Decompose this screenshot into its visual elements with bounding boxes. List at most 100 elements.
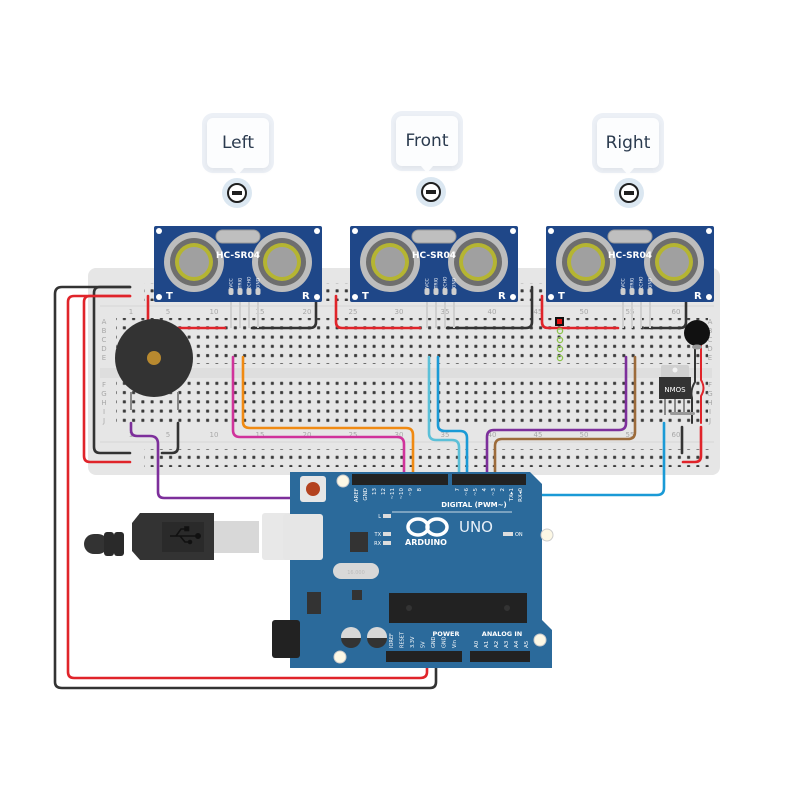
arduino-wordmark: ARDUINO (405, 538, 447, 547)
digital-pin-label: ~6 (464, 488, 470, 497)
wire-black-gnd-outer[interactable] (53, 285, 438, 690)
column-number: 45 (534, 431, 543, 439)
wire-red-sensor-right-vcc[interactable] (540, 294, 620, 330)
probe-right-icon[interactable] (614, 178, 644, 208)
wire-brown-right-echo[interactable] (493, 355, 637, 485)
wire-black-motor[interactable] (690, 342, 696, 424)
wire-red-5v-outer[interactable] (66, 294, 429, 680)
column-number: 10 (210, 308, 219, 316)
row-label: I (103, 408, 105, 416)
sensor-pin-label: ECHO (443, 276, 449, 289)
wire-black-buzzer-gnd[interactable] (160, 421, 180, 455)
digital-pin-label: GND (363, 488, 369, 501)
wire-magenta-left-trig[interactable] (231, 355, 406, 485)
analog-pin-label: A3 (504, 640, 510, 648)
digital-pin-label: AREF (354, 488, 360, 502)
row-label: E (102, 354, 106, 362)
wire-lightblue-front-trig[interactable] (427, 355, 461, 485)
row-label: H (101, 399, 106, 407)
digital-pin-label: 13 (372, 488, 378, 495)
column-number: 60 (672, 308, 681, 316)
analog-header[interactable] (470, 651, 530, 662)
usb-cable[interactable] (84, 513, 314, 560)
wire-black-rail-bridge[interactable] (92, 285, 132, 455)
row-label: H (707, 399, 712, 407)
sensor-pin-label: TRIG (630, 277, 636, 289)
nmos-transistor[interactable]: NMOS (659, 365, 695, 415)
column-number: 5 (166, 308, 170, 316)
column-number: 50 (580, 308, 589, 316)
wire-blue-front-echo[interactable] (436, 355, 469, 485)
led-indicator[interactable] (555, 317, 564, 362)
on-label: ON (515, 532, 523, 538)
row-label: J (102, 417, 105, 425)
bottom-power-rail-positive[interactable] (144, 458, 714, 467)
terminal-strip-top[interactable] (116, 318, 708, 364)
arduino-model: UNO (459, 518, 493, 536)
led-l-label: L (378, 514, 381, 520)
wire-black-sensor-front-gnd[interactable] (445, 285, 534, 330)
probe-label: Front (405, 131, 449, 151)
wire-red-rail-bridge[interactable] (82, 294, 132, 464)
digital-pin-label: TX▸1 (509, 488, 515, 502)
row-label: B (708, 327, 713, 335)
probe-front-icon[interactable] (416, 177, 446, 207)
power-pin-label: 5V (421, 641, 427, 648)
column-number: 15 (256, 308, 265, 316)
wire-purple-right-trig[interactable] (485, 355, 628, 485)
row-label: J (708, 417, 711, 425)
column-number: 40 (488, 431, 497, 439)
column-number: 25 (349, 308, 358, 316)
analog-pin-label: A2 (494, 641, 500, 648)
column-number: 25 (349, 431, 358, 439)
digital-pin-label: 12 (381, 488, 387, 495)
wire-red-motor[interactable] (700, 342, 705, 424)
column-number: 10 (210, 431, 219, 439)
bottom-power-rail-negative[interactable] (144, 449, 714, 458)
transmitter-label: T (362, 291, 369, 302)
row-label: F (708, 381, 712, 389)
sensor-model-label: HC-SR04 (412, 251, 456, 261)
nmos-label: NMOS (664, 386, 686, 394)
probe-tooltip-front: Front (396, 116, 458, 173)
power-pin-label: IOREF (389, 633, 395, 648)
sensor-pin-label: GND (648, 277, 654, 288)
power-header[interactable] (386, 651, 462, 662)
row-label: A (708, 318, 713, 326)
digital-header-high[interactable] (352, 474, 448, 485)
piezo-buzzer[interactable] (115, 319, 193, 410)
row-label: D (707, 345, 712, 353)
analog-pin-label: A0 (474, 640, 480, 648)
sensor-pin-label: VCC (425, 278, 431, 287)
column-number: 45 (534, 308, 543, 316)
digital-pin-label: ~3 (491, 488, 497, 497)
wire-red-sensor-front-vcc[interactable] (334, 294, 422, 330)
analog-pin-label: A4 (514, 640, 520, 648)
digital-pin-label: ~5 (473, 488, 479, 497)
digital-pin-label: ~11 (390, 488, 396, 500)
wire-orange-left-echo[interactable] (241, 355, 415, 485)
vibration-motor[interactable] (684, 320, 710, 350)
row-label: E (708, 354, 712, 362)
probe-left-icon[interactable] (222, 178, 252, 208)
wire-black-sensor-right-gnd[interactable] (643, 298, 688, 330)
probe-label: Left (222, 133, 254, 153)
digital-pin-label: 7 (455, 488, 461, 492)
column-number: 20 (303, 431, 312, 439)
sensor-pin-label: ECHO (247, 276, 253, 289)
digital-pin-label: ~10 (399, 488, 405, 500)
sensor-pin-label: GND (452, 277, 458, 288)
analog-label: ANALOG IN (482, 630, 522, 638)
row-label: G (707, 390, 712, 398)
digital-header-low[interactable] (452, 474, 526, 485)
wire-black-sensor-left-gnd[interactable] (250, 290, 318, 330)
arduino-logo-icon (406, 517, 449, 537)
wire-red-motor-supply[interactable] (681, 425, 703, 464)
terminal-strip-bottom[interactable] (116, 381, 708, 427)
buzzer-center-icon (147, 351, 161, 365)
